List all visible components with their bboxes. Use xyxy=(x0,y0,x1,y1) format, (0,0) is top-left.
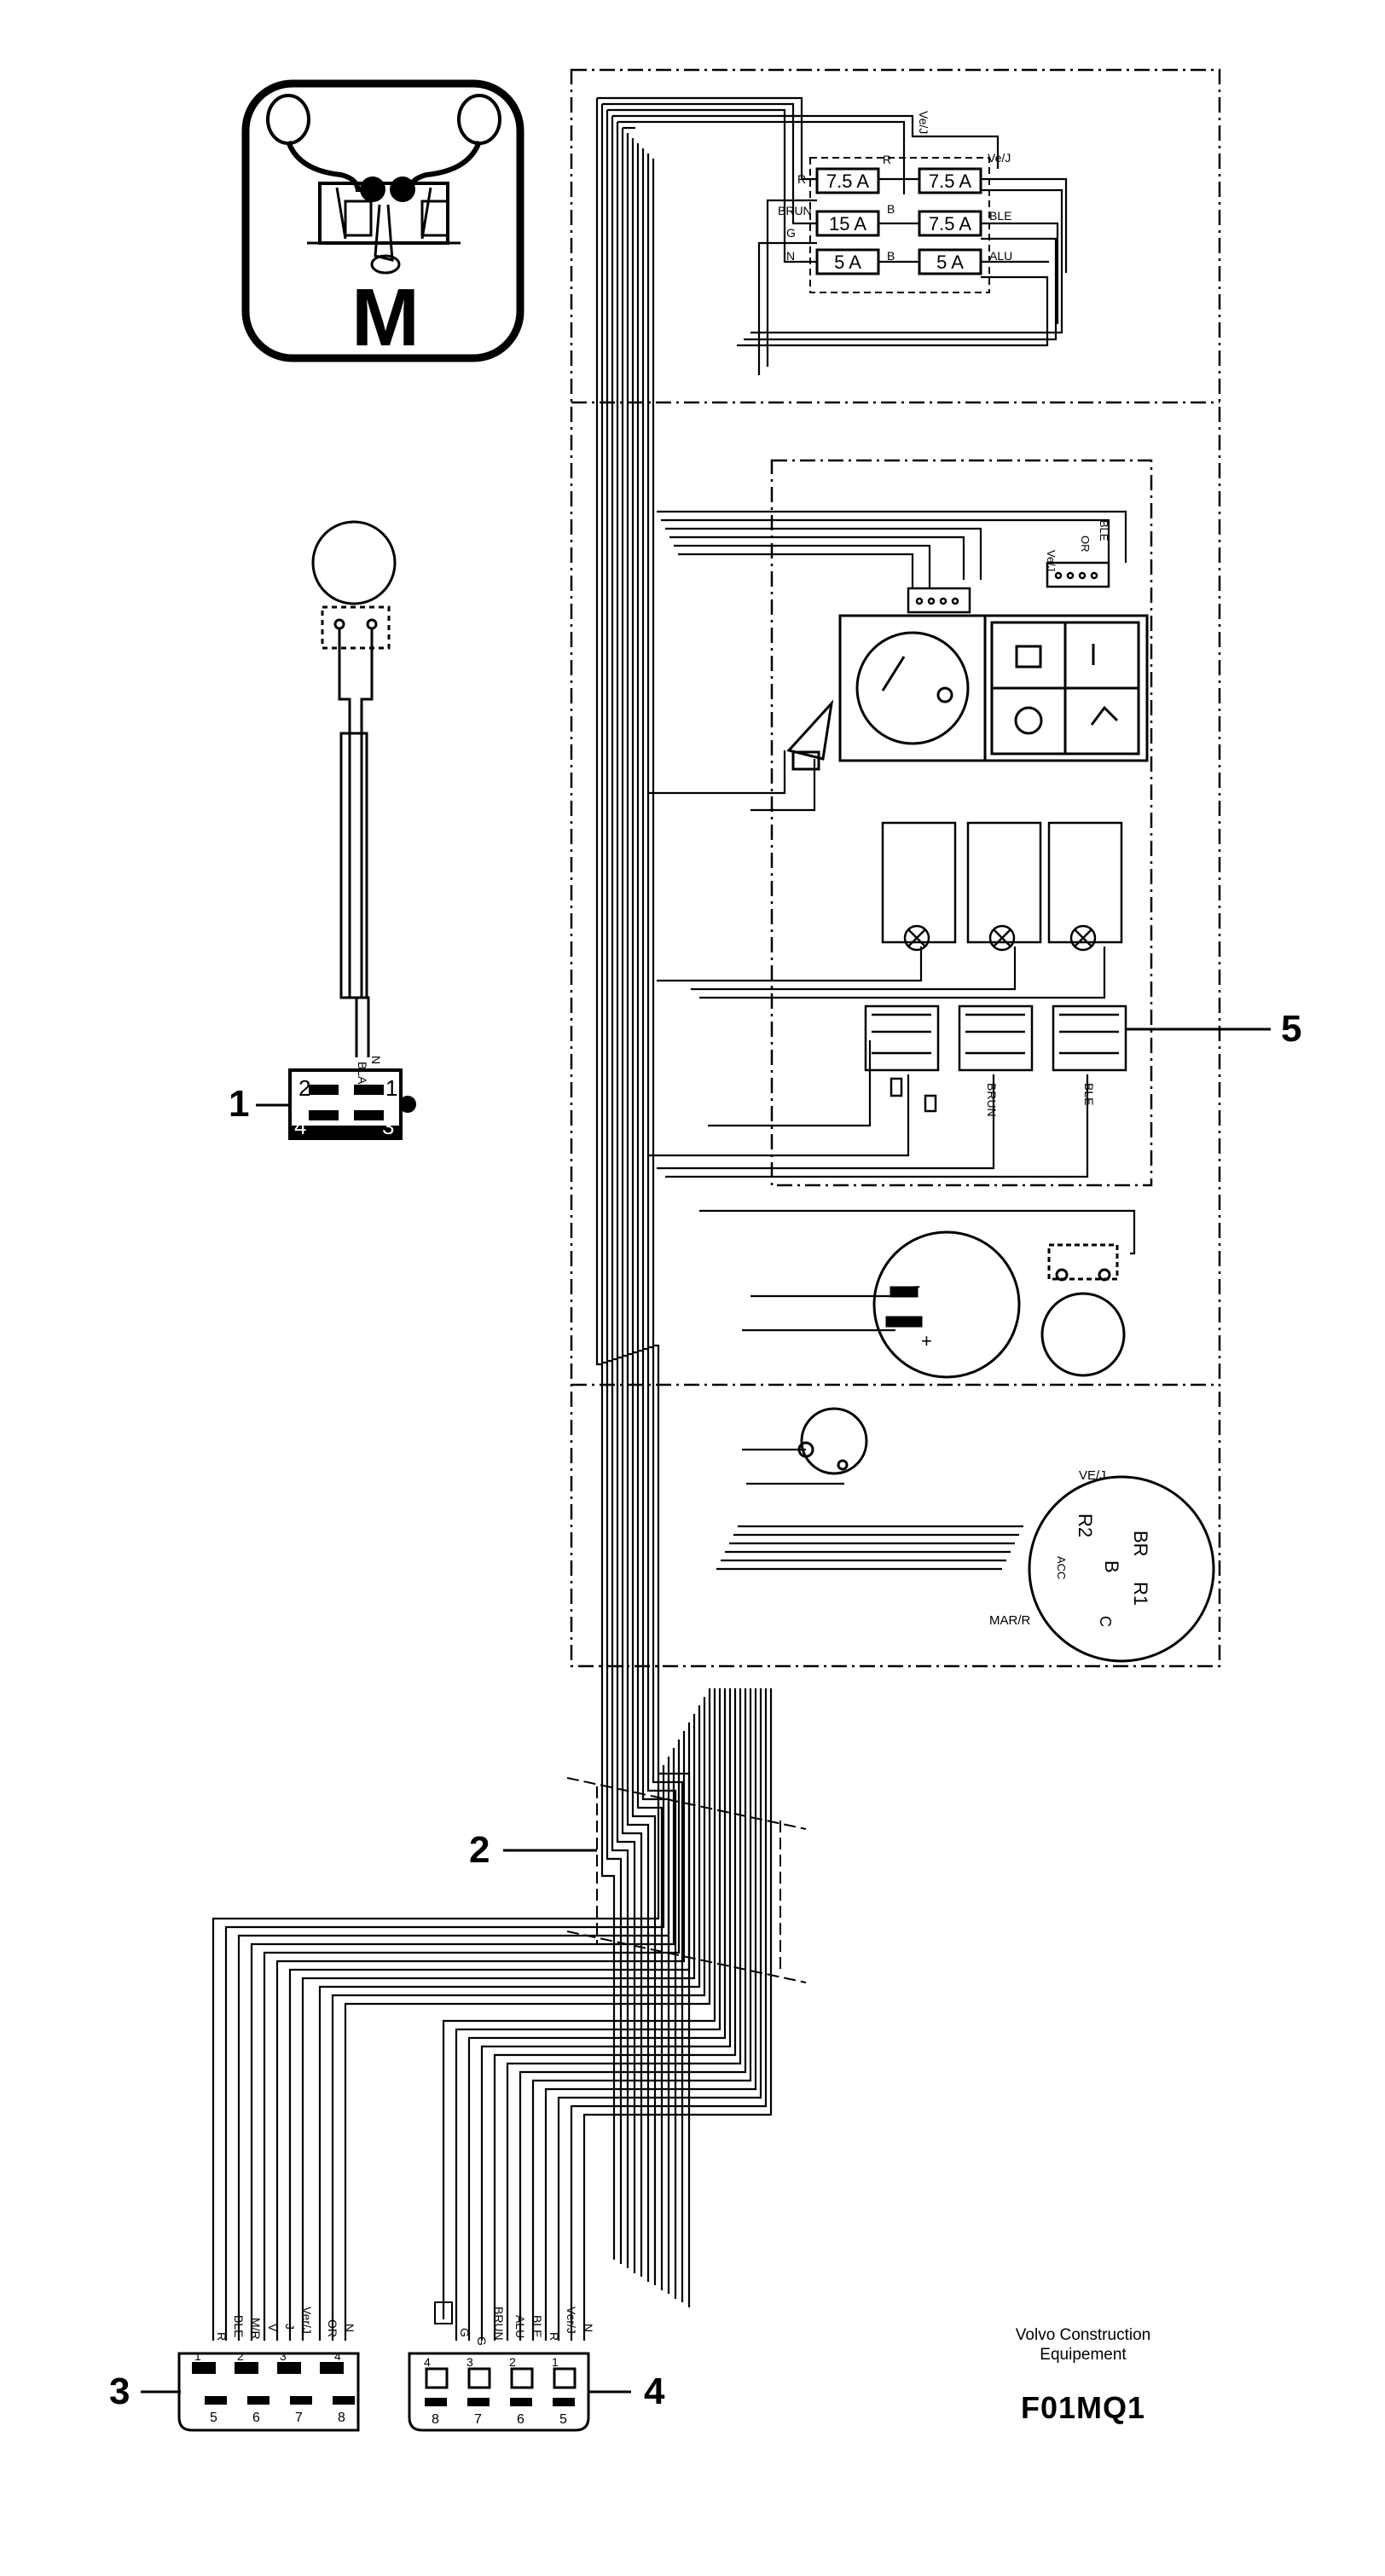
pin-label: 7 xyxy=(295,2411,303,2425)
fuse-rating: 7.5 A xyxy=(826,171,869,192)
fuse-box: 7.5 A 15 A 5 A 7.5 A 7.5 A 5 A R BRUN G … xyxy=(778,111,1012,293)
pin-label: 4 xyxy=(294,1114,306,1139)
switch-label: BR xyxy=(1130,1531,1151,1557)
cable-break xyxy=(566,1777,807,1983)
callout-4: 4 xyxy=(644,2370,665,2412)
wire-label: V xyxy=(266,2324,280,2332)
switch-label: C xyxy=(1097,1616,1114,1627)
wire-label: N xyxy=(343,2324,356,2332)
wire-label: B xyxy=(887,249,895,263)
gauge-connector xyxy=(907,561,1110,614)
lamp-assembly xyxy=(311,520,397,1057)
pin-label: 1 xyxy=(385,1075,397,1101)
instrument-panel xyxy=(838,614,1149,762)
wire-label: R xyxy=(215,2332,229,2341)
caption-line-2: Equipement xyxy=(1040,2346,1127,2364)
wire-label: N xyxy=(369,1056,383,1064)
wire-label: VE/J xyxy=(1079,1468,1106,1483)
pin-label: 2 xyxy=(509,2355,516,2369)
pin-label: 4 xyxy=(334,2349,341,2363)
pin-label: 6 xyxy=(252,2411,260,2425)
pin-label: 3 xyxy=(382,1114,394,1139)
battery xyxy=(872,1230,1021,1379)
diagram-caption: Volvo Construction Equipement F01MQ1 xyxy=(968,2325,1198,2426)
warning-lamp xyxy=(797,1407,868,1475)
switch-label: R1 xyxy=(1130,1582,1151,1606)
wire-label: BLE xyxy=(1098,520,1110,541)
wire-label: BRUN xyxy=(778,204,812,217)
buzzer-icon xyxy=(1040,1243,1126,1377)
wire-label: BLA xyxy=(356,1062,369,1085)
caption-line-1: Volvo Construction xyxy=(1015,2326,1151,2344)
wire-label: N xyxy=(582,2324,595,2332)
wire-label: BRUN xyxy=(492,2307,506,2341)
fuse-rating: 7.5 A xyxy=(929,213,971,234)
pin-label: 3 xyxy=(280,2349,287,2363)
panel-outlines xyxy=(570,68,1221,1668)
pin-label: 8 xyxy=(432,2412,439,2427)
wire-label: BLE xyxy=(989,209,1011,223)
pin-label: 8 xyxy=(338,2411,345,2425)
wire-label: BRUN xyxy=(985,1083,999,1117)
wire-label: OR xyxy=(326,2319,339,2337)
switch-label: R2 xyxy=(1075,1514,1096,1537)
legend-letter: M xyxy=(351,272,420,363)
callout-1: 1 xyxy=(229,1083,250,1125)
wire-label: Ver/J xyxy=(300,2307,314,2334)
fuse-rating: 15 A xyxy=(829,213,866,234)
fuse-rating: 5 A xyxy=(834,252,861,273)
wire-label: G xyxy=(475,2336,489,2346)
switch-label: ACC xyxy=(1055,1556,1068,1579)
callout-5: 5 xyxy=(1281,1008,1302,1050)
connector-3: 1 2 3 4 5 6 7 8 R BLE M/R V J Ver/J OR N xyxy=(177,2307,360,2432)
wire-label: Ve/J xyxy=(917,111,930,134)
switch-label: B xyxy=(1101,1560,1122,1573)
wire-label: M/R xyxy=(249,2318,263,2340)
pin-label: 2 xyxy=(237,2349,244,2363)
pin-label: 4 xyxy=(424,2355,431,2369)
connector-4: 4 3 2 1 8 7 6 5 G G BRUN ALU BLE R Ver/J… xyxy=(408,2301,595,2432)
fuse-rating: 7.5 A xyxy=(929,171,971,192)
wire-label: MAR/R xyxy=(989,1613,1031,1628)
wire-label: Ve/J xyxy=(1045,550,1058,571)
fuse-rating: 5 A xyxy=(936,252,964,273)
wire-label: BLE xyxy=(530,2315,544,2337)
wire-label: R xyxy=(548,2332,561,2341)
connector-1: 2 1 4 3 BLA N xyxy=(288,1056,416,1140)
wire-label: B xyxy=(887,202,895,216)
wire-label: ALU xyxy=(513,2315,527,2338)
wire-label: Ve/J xyxy=(988,151,1011,165)
joystick-controls-icon: M xyxy=(241,79,524,363)
pin-label: 7 xyxy=(474,2412,482,2427)
pin-label: 3 xyxy=(466,2355,473,2369)
wire-harness xyxy=(212,96,1136,2341)
ignition-switch xyxy=(1028,1475,1215,1663)
pin-label: 6 xyxy=(517,2412,524,2427)
wire-label: G xyxy=(458,2328,472,2337)
figure-code: F01MQ1 xyxy=(1020,2390,1146,2425)
pin-label: 1 xyxy=(194,2349,201,2363)
pin-label: 5 xyxy=(210,2411,217,2425)
wire-label: G xyxy=(786,226,796,240)
wire-label: BLE xyxy=(1082,1083,1096,1105)
battery-minus: - xyxy=(914,1275,920,1296)
callout-3: 3 xyxy=(109,2370,130,2412)
wire-label: BLE xyxy=(232,2315,246,2337)
wire-label: N xyxy=(786,249,795,263)
wire-label: Ver/J xyxy=(565,2307,578,2334)
wire-label: R xyxy=(883,153,891,166)
wire-label: ALU xyxy=(989,249,1012,263)
pin-label: 2 xyxy=(298,1075,310,1101)
horn-icon xyxy=(786,699,834,771)
pin-label: 1 xyxy=(552,2355,559,2369)
battery-plus: + xyxy=(921,1330,932,1352)
switch-bank xyxy=(864,821,1127,1113)
callout-2: 2 xyxy=(469,1829,490,1871)
pin-label: 5 xyxy=(559,2412,567,2427)
wire-label: J xyxy=(283,2324,297,2330)
wire-label: OR xyxy=(1079,535,1092,553)
